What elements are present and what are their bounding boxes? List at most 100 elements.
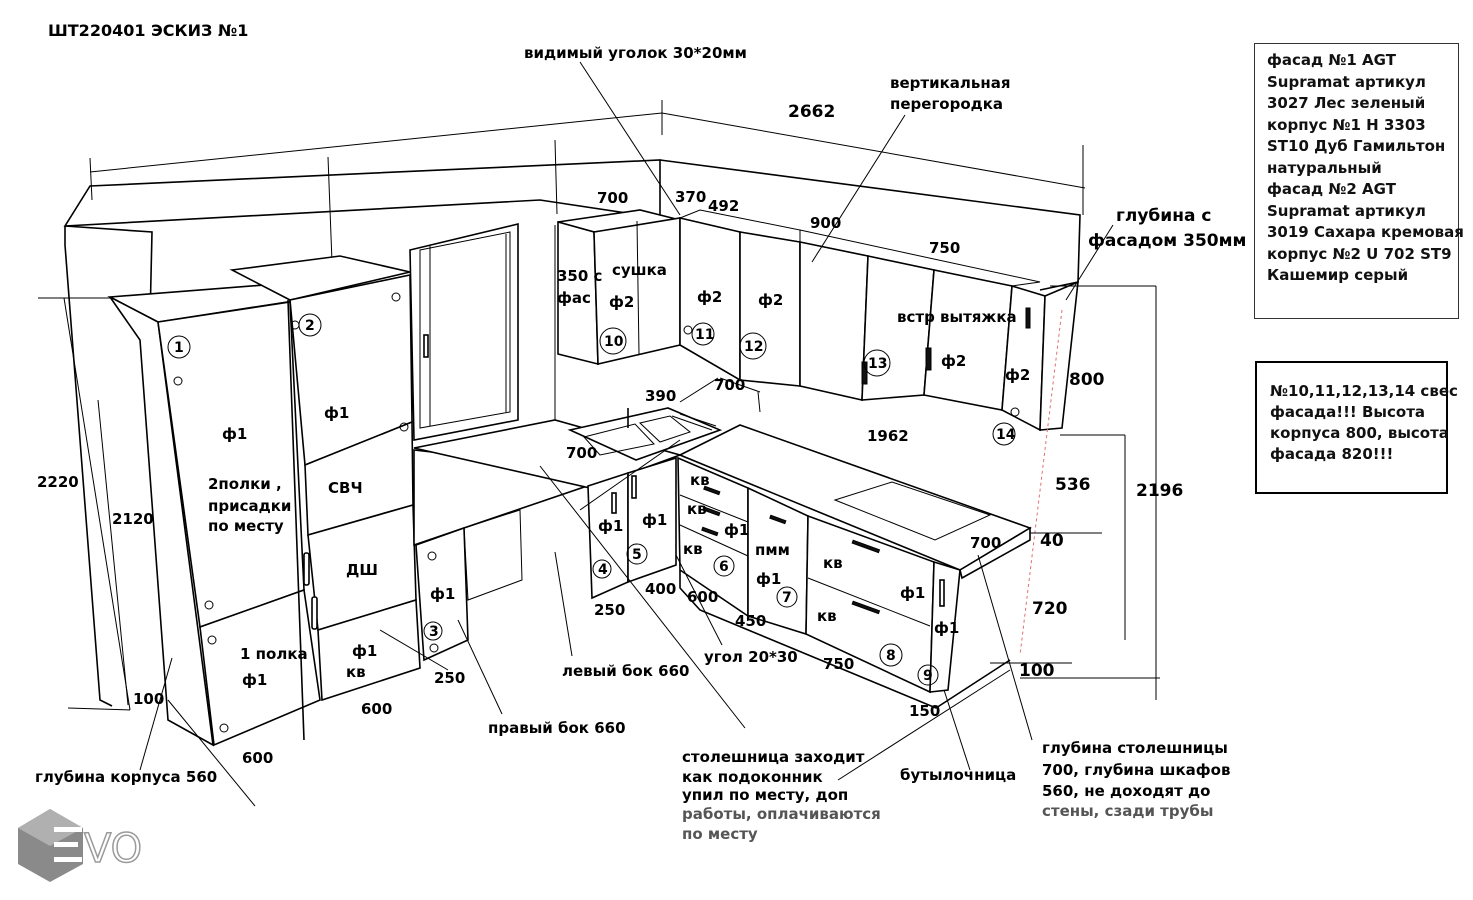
label-worktop-2: как подоконник bbox=[682, 768, 823, 786]
label-f2-10: ф2 bbox=[609, 293, 634, 311]
dim-700-right: 700 bbox=[970, 534, 1001, 552]
dim-750-top: 750 bbox=[929, 239, 960, 257]
label-f1-5: ф1 bbox=[642, 511, 667, 529]
label-f2-12: ф2 bbox=[758, 291, 783, 309]
label-kv-6b: кв bbox=[687, 500, 707, 518]
sink bbox=[567, 407, 723, 461]
legend-line: натуральный bbox=[1267, 158, 1382, 177]
label-f1-9: ф1 bbox=[934, 619, 959, 637]
marker-4 bbox=[592, 559, 612, 579]
legend-line: Supramat артикул bbox=[1267, 72, 1426, 91]
dim-750-bottom: 750 bbox=[823, 655, 854, 673]
overhang-note: №10,11,12,13,14 свес фасада!!! Высота ко… bbox=[1255, 361, 1458, 494]
label-depth-top-2: 700, глубина шкафов bbox=[1042, 761, 1230, 779]
label-f2-11: ф2 bbox=[697, 288, 722, 306]
legend-line: 3019 Сахара кремовая bbox=[1267, 223, 1464, 241]
sink-base-4-5 bbox=[587, 456, 677, 600]
dim-total-width: 2662 bbox=[788, 102, 835, 122]
note-line: фасада 820!!! bbox=[1270, 445, 1394, 463]
label-worktop-4: работы, оплачиваются bbox=[682, 805, 881, 823]
label-body-depth: глубина корпуса 560 bbox=[35, 768, 217, 786]
label-f1-drawer: ф1 bbox=[352, 642, 377, 660]
marker-1-label: 1 bbox=[174, 340, 184, 356]
cabinet-number-markers: 1 2 3 4 5 6 7 8 9 10 11 12 13 14 bbox=[167, 313, 1016, 686]
dim-150: 150 bbox=[909, 702, 940, 720]
label-shelves-2: присадки bbox=[208, 497, 291, 515]
label-corner-20: угол 20*30 bbox=[704, 648, 798, 666]
label-shelves-1: 2полки , bbox=[208, 475, 282, 493]
legend-line: ST10 Дуб Гамильтон bbox=[1267, 137, 1446, 155]
dim-600-a: 600 bbox=[361, 700, 392, 718]
marker-6 bbox=[713, 555, 735, 577]
marker-11 bbox=[691, 322, 715, 346]
material-legend: фасад №1 AGT Supramat артикул 3027 Лес з… bbox=[1254, 43, 1464, 319]
label-f1-6: ф1 bbox=[724, 521, 749, 539]
sketch-title: ШТ220401 ЭСКИЗ №1 bbox=[48, 21, 248, 40]
label-depth-facade-2: фасадом 350мм bbox=[1088, 231, 1246, 251]
dim-900: 900 bbox=[810, 214, 841, 232]
dim-400: 400 bbox=[645, 580, 676, 598]
dim-700-left: 700 bbox=[566, 444, 597, 462]
label-depth-top-4: стены, сзади трубы bbox=[1042, 802, 1213, 820]
legend-line: корпус №1 Н 3303 bbox=[1267, 115, 1426, 134]
label-hood: встр вытяжка bbox=[897, 308, 1017, 326]
label-depth-facade-1: глубина с bbox=[1116, 206, 1211, 226]
marker-10 bbox=[599, 327, 627, 355]
label-vertical-partition-1: вертикальная bbox=[890, 74, 1011, 92]
upper-cabinet-10 bbox=[557, 209, 681, 366]
room-walls bbox=[63, 100, 1086, 707]
note-line: №10,11,12,13,14 свес bbox=[1270, 382, 1458, 400]
dim-40: 40 bbox=[1040, 531, 1064, 551]
label-microwave: СВЧ bbox=[328, 479, 363, 497]
legend-line: корпус №2 U 702 ST9 bbox=[1267, 244, 1452, 263]
dim-600-c: 600 bbox=[687, 588, 718, 606]
label-kv-left: кв bbox=[346, 663, 366, 681]
marker-7-label: 7 bbox=[782, 590, 792, 606]
dim-100-right: 100 bbox=[1019, 661, 1055, 681]
window bbox=[409, 222, 519, 441]
marker-12-label: 12 bbox=[744, 339, 763, 355]
label-kv-8b: кв bbox=[817, 607, 837, 625]
dim-390: 390 bbox=[645, 387, 676, 405]
marker-5 bbox=[626, 543, 648, 565]
dim-100-left: 100 bbox=[133, 690, 164, 708]
marker-7 bbox=[776, 586, 798, 608]
label-worktop-5: по месту bbox=[682, 825, 758, 843]
upper-cabinets-11-12 bbox=[678, 209, 801, 387]
marker-8 bbox=[879, 643, 903, 667]
label-kv-6a: кв bbox=[690, 471, 710, 489]
dim-536: 536 bbox=[1055, 475, 1091, 495]
dim-250-a: 250 bbox=[434, 669, 465, 687]
label-kv-8a: кв bbox=[823, 554, 843, 572]
dim-250-b: 250 bbox=[594, 601, 625, 619]
label-worktop-3: упил по месту, доп bbox=[682, 786, 848, 804]
label-f1-3: ф1 bbox=[430, 585, 455, 603]
worktop-right bbox=[678, 424, 1032, 580]
label-f1-4: ф1 bbox=[598, 517, 623, 535]
dim-450: 450 bbox=[735, 612, 766, 630]
marker-8-label: 8 bbox=[886, 648, 896, 664]
label-shelves-3: по месту bbox=[208, 517, 284, 535]
label-dishwasher-cabinet: ДШ bbox=[346, 561, 378, 579]
marker-13 bbox=[863, 349, 891, 377]
label-left-side: левый бок 660 bbox=[562, 662, 689, 680]
label-f1-8: ф1 bbox=[900, 584, 925, 602]
marker-3-label: 3 bbox=[429, 624, 439, 640]
marker-1 bbox=[167, 335, 191, 359]
legend-line: Кашемир серый bbox=[1267, 266, 1409, 284]
label-f2-14: ф2 bbox=[1005, 366, 1030, 384]
logo-text: VO bbox=[84, 826, 142, 872]
dim-2220: 2220 bbox=[37, 473, 79, 491]
evo-logo: VO bbox=[18, 809, 143, 882]
label-worktop-1: столешница заходит bbox=[682, 748, 865, 766]
label-350-fas-2: фас bbox=[557, 289, 591, 307]
tall-cabinet-2 bbox=[229, 255, 421, 741]
dim-492: 492 bbox=[708, 197, 739, 215]
label-right-side: правый бок 660 bbox=[488, 719, 626, 737]
label-f1-1: ф1 bbox=[222, 425, 247, 443]
dimension-lines bbox=[38, 61, 1160, 807]
dim-2196: 2196 bbox=[1136, 481, 1183, 501]
marker-4-label: 4 bbox=[598, 562, 608, 578]
marker-10-label: 10 bbox=[604, 334, 624, 350]
